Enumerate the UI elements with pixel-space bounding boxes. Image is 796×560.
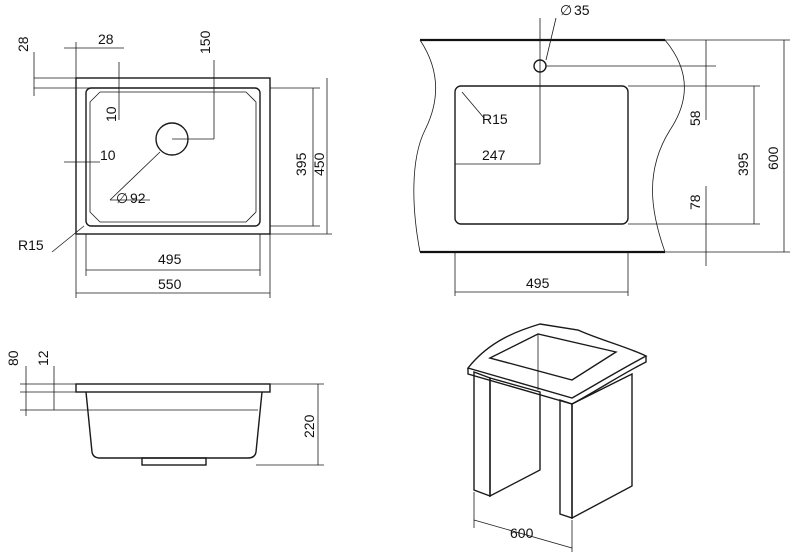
cabinet-right-panel [571, 372, 633, 520]
drain-diameter-symbol: ∅ [116, 190, 128, 206]
cabinet-front-panel [559, 399, 573, 519]
side-bowl-profile [85, 391, 263, 459]
leader-line [109, 151, 161, 201]
countertop-break-right [652, 39, 685, 253]
cutout-opening [454, 85, 629, 225]
dim-flange-offset-top: 28 [98, 31, 114, 47]
dim-overall-height: 450 [311, 152, 327, 176]
side-view: 80 12 220 [5, 350, 324, 466]
leader-line [51, 225, 85, 253]
dim-front-margin: 78 [687, 194, 703, 210]
dim-bowl-height: 395 [293, 152, 309, 176]
cabinet-top-slab [466, 323, 648, 399]
dim-cutout-bowl-depth: 395 [735, 152, 751, 176]
cabinet-left-side [489, 377, 541, 498]
dim-bowl-width: 495 [158, 251, 182, 267]
leader-line [545, 17, 557, 61]
tap-hole-symbol: ∅ [560, 2, 572, 18]
side-flange [75, 383, 271, 393]
cutout-view: ∅ 35 R15 247 58 395 600 78 495 [413, 2, 790, 296]
dim-overall-width: 550 [158, 276, 182, 292]
dim-cutout-bowl-width: 495 [526, 275, 550, 291]
dim-cabinet-width: 600 [510, 525, 534, 541]
top-view: 28 28 150 10 10 395 450 ∅ 92 R15 495 550 [15, 30, 332, 298]
dim-side-overall-depth: 80 [5, 350, 21, 366]
dim-drain-offset-top: 150 [197, 30, 213, 54]
dim-line [473, 519, 573, 549]
dim-side-bowl-depth: 220 [301, 414, 317, 438]
cabinet-left-panel [473, 370, 491, 498]
cabinet-top-opening [488, 333, 618, 381]
cabinet-view: 600 [466, 323, 648, 552]
sink-bowl-inner [89, 91, 257, 223]
sink-bowl-outline [85, 87, 261, 227]
side-drain-stub [141, 457, 207, 466]
dim-tap-hole-diameter: 35 [574, 2, 590, 18]
dim-tap-offset-y: 58 [687, 110, 703, 126]
leader-line [461, 91, 485, 119]
dim-inner-step: 10 [103, 106, 119, 122]
dim-drain-diameter: 92 [130, 190, 146, 206]
dim-flange-offset-left: 28 [15, 36, 31, 52]
dim-cutout-corner-radius: R15 [482, 111, 508, 127]
countertop-break-left [413, 39, 437, 253]
dim-corner-radius: R15 [18, 237, 44, 253]
dim-tap-offset-x: 247 [482, 147, 506, 163]
dim-side-step: 10 [100, 147, 116, 163]
dim-cabinet-depth: 600 [765, 146, 781, 170]
dim-flange-thickness: 12 [35, 350, 51, 366]
